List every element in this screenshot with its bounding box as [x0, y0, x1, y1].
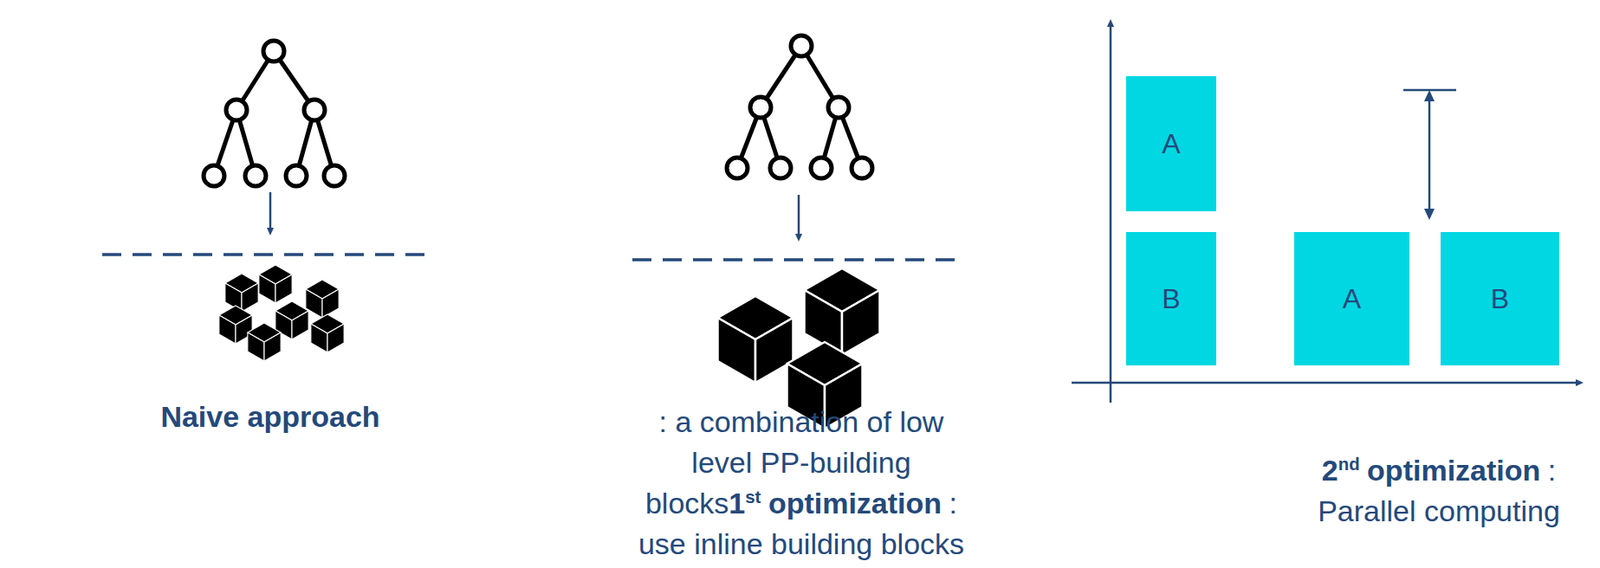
tree-icon	[203, 40, 345, 187]
caption-block: : a combination of low level PP-building…	[628, 401, 975, 565]
down-arrow	[797, 194, 801, 239]
box-label: B	[1490, 283, 1510, 316]
caption-block: 2ndoptimization: Parallel computing	[1295, 450, 1582, 532]
caption-text: 1	[728, 486, 745, 520]
tree-icon	[726, 35, 873, 179]
dashed-line	[102, 252, 434, 257]
task-box: B	[1440, 232, 1560, 366]
caption-text: nd	[1338, 454, 1361, 474]
down-arrow	[269, 192, 273, 233]
box-label: A	[1342, 283, 1361, 316]
caption-block: Naive approach	[58, 396, 483, 438]
caption-text: st	[744, 487, 761, 507]
large-cubes	[718, 268, 881, 429]
box-label: A	[1161, 128, 1180, 161]
caption-text: optimization	[1366, 453, 1541, 487]
task-box: A	[1294, 232, 1410, 366]
task-box: B	[1126, 232, 1217, 366]
caption-text: Naive approach	[160, 400, 380, 434]
dashed-line	[632, 258, 959, 262]
chart-axes	[1071, 22, 1581, 403]
caption-text: 2	[1321, 453, 1339, 487]
gap-dimension	[1403, 90, 1457, 215]
small-cubes	[219, 265, 344, 362]
caption-text: optimization	[768, 486, 942, 520]
box-label: B	[1161, 283, 1180, 316]
task-box: A	[1126, 76, 1217, 212]
